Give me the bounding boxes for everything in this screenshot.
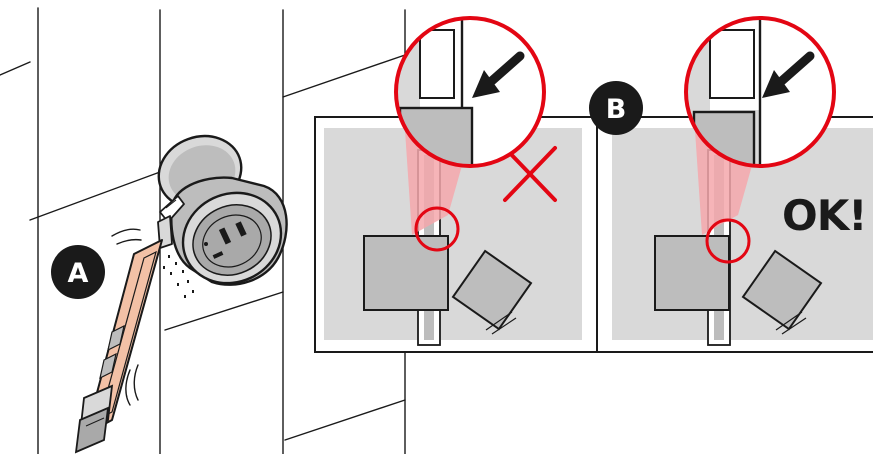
detector-housing <box>170 176 288 286</box>
arrow-icon <box>762 51 815 98</box>
detector-square-correct <box>654 235 730 311</box>
step-a-label: A <box>68 258 89 289</box>
ok-label: OK! <box>782 191 866 240</box>
focus-ring-wrong <box>414 206 460 252</box>
motion-lines <box>111 228 142 406</box>
magnifier-circle-icon <box>394 16 546 168</box>
detector-cover-wrong <box>451 249 533 331</box>
detector-cover-correct <box>741 249 823 331</box>
focus-ring-correct <box>705 218 751 264</box>
step-a-badge: A <box>51 245 105 299</box>
cross-mark-icon <box>503 146 557 202</box>
step-b-badge: B <box>589 81 643 135</box>
magnifier-circle-icon <box>684 16 836 168</box>
utility-knife-icon <box>74 195 185 454</box>
arrow-icon <box>472 51 525 98</box>
detector-square-wrong <box>363 235 449 311</box>
debris-particles <box>163 255 194 298</box>
step-b-label: B <box>606 94 627 125</box>
